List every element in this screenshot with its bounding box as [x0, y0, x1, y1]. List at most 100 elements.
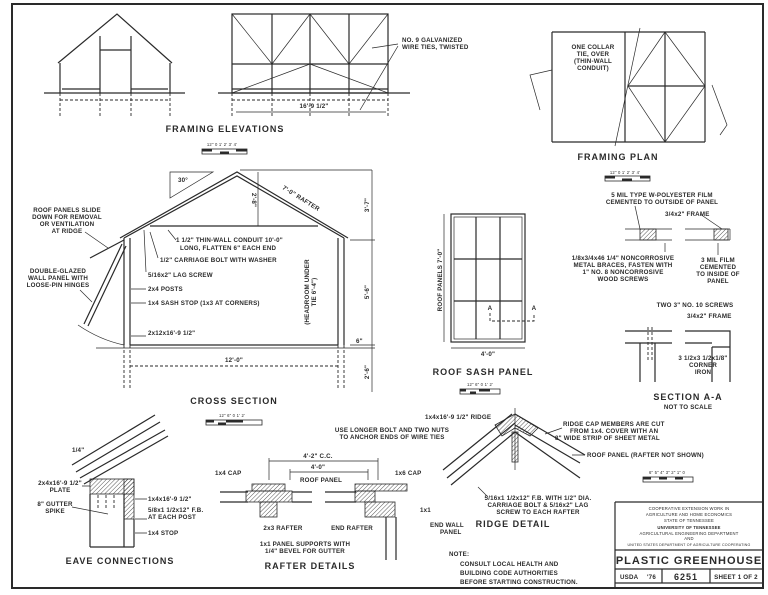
ridge-roof-panel-label: ROOF PANEL (RAFTER NOT SHOWN): [587, 452, 704, 459]
footing-depth-dimension: 2'-6": [364, 365, 371, 379]
year-label: '76: [647, 574, 656, 581]
framing-plan: ONE COLLAR TIE, OVER (THIN-WALL CONDUIT)…: [529, 27, 728, 182]
sill-label: 2x12x16'-9 1/2": [148, 330, 195, 337]
plate-label-line-2: PLATE: [50, 487, 71, 494]
framing-elevations-title: FRAMING ELEVATIONS: [166, 124, 285, 134]
wire-tie-bolt-note-line-2: TO ANCHOR ENDS OF WIRE TIES: [339, 434, 444, 441]
framing-elevations: 16'-9 1/2" NO. 9 GALVANIZED WIRE TIES, T…: [44, 13, 469, 155]
roof-panels-note-line-3: OR VENTILATION: [40, 221, 95, 228]
stop-label: 1x4 STOP: [148, 530, 178, 537]
note-line-1: CONSULT LOCAL HEALTH AND: [460, 561, 559, 568]
roof-panels-note-line-4: AT RIDGE: [52, 228, 83, 235]
outside-film-note-line-1: 5 MIL TYPE W-POLYESTER FILM: [611, 192, 713, 199]
construction-note: NOTE: CONSULT LOCAL HEALTH AND BUILDING …: [449, 551, 578, 586]
braces-note-line-3: 1" NO. 8 NONCORROSIVE: [582, 269, 663, 276]
inside-film-note-line-1: 3 MIL FILM: [701, 257, 735, 264]
sash-panel-height: ROOF PANELS 7'-0": [437, 249, 444, 312]
roof-panels-note-line-2: DOWN FOR REMOVAL: [32, 214, 102, 221]
end-wall-panel-label-line-2: PANEL: [440, 529, 462, 536]
braces-note-line-1: 1/8x3/4x46 1/4" NONCORROSIVE: [572, 255, 674, 262]
flat-bar-label-line-2: AT EACH POST: [148, 514, 196, 521]
ridge-detail-scale-bar: 6" 5" 4" 3" 2" 1" 0: [642, 470, 694, 483]
sash-panel-scale-bar: 12" 6" 0 1' 2': [459, 382, 501, 395]
gutter-spike-label-line-2: SPIKE: [45, 508, 65, 515]
framing-elevations-scale-bar: 12" 0 1' 2' 3' 4': [201, 142, 248, 155]
scale-label: 12" 6" 0 1' 2': [219, 413, 245, 418]
braces-note-line-4: WOOD SCREWS: [597, 276, 648, 283]
ridge-cap-note-line-3: 8" WIDE STRIP OF SHEET METAL: [555, 435, 660, 442]
plate-label-line-1: 2x4x16'-9 1/2": [38, 480, 82, 487]
headroom-note-line-1: (HEADROOM UNDER: [304, 259, 311, 325]
ridge-cap-note-line-1: RIDGE CAP MEMBERS ARE CUT: [563, 421, 665, 428]
posts-label: 2x4 POSTS: [148, 286, 183, 293]
ridge-flat-bar-note-line-3: SCREW TO EACH RAFTER: [496, 509, 580, 516]
rafter-length: 7'-0" RAFTER: [281, 184, 321, 213]
collar-tie-note-line-3: (THIN-WALL: [574, 58, 612, 65]
note-label: NOTE:: [449, 551, 469, 558]
title-block-line-5: AGRICULTURAL ENGINEERING DEPARTMENT: [640, 531, 739, 536]
panel-supports-note-line-2: 1/4" BEVEL FOR GUTTER: [265, 548, 345, 555]
lag-screw-label: 5/16x2" LAG SCREW: [148, 272, 213, 279]
roof-height-dimension: 3'-7": [364, 198, 371, 212]
inside-film-note-line-3: TO INSIDE OF: [696, 271, 740, 278]
conduit-note-line-2: LONG, FLATTEN 6" EACH END: [180, 245, 276, 252]
cross-section-scale-bar: 12" 6" 0 1' 2': [205, 413, 263, 426]
flat-bar-label-line-1: 5/8x1 1/2x12" F.B.: [148, 507, 203, 514]
section-frame-label: 3/4x2" FRAME: [687, 313, 732, 320]
braces-note-line-2: METAL BRACES, FASTEN WITH: [574, 262, 673, 269]
rafter-details: USE LONGER BOLT AND TWO NUTS TO ANCHOR E…: [215, 427, 464, 571]
title-block-line-4: UNIVERSITY OF TENNESSEE: [657, 525, 720, 530]
panel-supports-note-line-1: 1x1 PANEL SUPPORTS WITH: [260, 541, 351, 548]
title-block-line-2: AGRICULTURE AND HOME ECONOMICS: [646, 512, 732, 517]
ridge-cap-note-line-2: FROM 1x4. COVER WITH AN: [570, 428, 659, 435]
title-block-line-3: STATE OF TENNESSEE: [664, 518, 714, 523]
section-mark-right: A: [532, 305, 537, 312]
rafter-details-title: RAFTER DETAILS: [265, 561, 356, 571]
bevel-quarter-label: 1/4": [72, 447, 84, 454]
outside-film-note-line-2: CEMENTED TO OUTSIDE OF PANEL: [606, 199, 718, 206]
sheet-number: SHEET 1 OF 2: [714, 574, 758, 581]
agency-label: USDA: [620, 574, 639, 581]
wall-panel-note-line-2: WALL PANEL WITH: [28, 275, 88, 282]
title-block: COOPERATIVE EXTENSION WORK IN AGRICULTUR…: [614, 501, 763, 588]
center-spacing-dimension: 4'-2" C.C.: [303, 453, 333, 460]
inside-film-note-line-2: CEMENTED: [700, 264, 737, 271]
section-mark-left: A: [488, 305, 493, 312]
end-wall-panel-label-line-1: END WALL: [430, 522, 464, 529]
collar-tie-note-line-4: CONDUIT): [577, 65, 609, 72]
ridge-detail-title: RIDGE DETAIL: [476, 519, 551, 529]
panel-film-detail: 5 MIL TYPE W-POLYESTER FILM CEMENTED TO …: [572, 192, 740, 285]
scale-label: 12" 0 1' 2' 3' 4': [207, 142, 237, 147]
end-rafter-label: END RAFTER: [331, 525, 373, 532]
one-by-one-label: 1x1: [420, 507, 431, 514]
sheet-border: [11, 3, 764, 589]
cross-section-width: 12'-0": [225, 357, 243, 364]
roof-angle: 30°: [178, 177, 188, 184]
cross-section-title: CROSS SECTION: [190, 396, 278, 406]
wire-tie-bolt-note-line-1: USE LONGER BOLT AND TWO NUTS: [335, 427, 449, 434]
eave-connections-title: EAVE CONNECTIONS: [66, 556, 175, 566]
ridge-flat-bar-note-line-1: 5/16x1 1/2x12" F.B. WITH 1/2" DIA.: [485, 495, 592, 502]
headroom-note-line-2: TIE 6'-4"): [311, 278, 318, 307]
gutter-spike-label-line-1: 8" GUTTER: [37, 501, 73, 508]
roof-rise-dimension: 2'-8": [250, 193, 257, 207]
frame-label: 3/4x2" FRAME: [665, 211, 710, 218]
framing-plan-title: FRAMING PLAN: [578, 152, 659, 162]
corner-iron-note-line-2: CORNER: [689, 362, 717, 369]
drawing-title: PLASTIC GREENHOUSE: [616, 555, 762, 567]
scale-label: 12" 6" 0 1' 2': [467, 382, 493, 387]
side-elevation-drawing: [218, 13, 410, 118]
title-block-line-1: COOPERATIVE EXTENSION WORK IN: [649, 506, 730, 511]
cap-1x4-label: 1x4 CAP: [215, 470, 242, 477]
sash-stop-label: 1x4 SASH STOP (1x3 AT CORNERS): [148, 300, 260, 307]
section-a-a-subtitle: NOT TO SCALE: [664, 404, 712, 411]
elevation-length-dimension: 16'-9 1/2": [299, 103, 328, 110]
ridge-board-label: 1x4x16'-9 1/2" RIDGE: [425, 414, 491, 421]
cross-section: 30° 7'-0" RAFTER 2'-8" 3'-7" 5'-6" 2'-6"…: [27, 169, 375, 426]
board-label: 1x4x16'-9 1/2": [148, 496, 192, 503]
section-a-a: TWO 3" NO. 10 SCREWS 3/4x2" FRAME 3 1/2x…: [625, 302, 733, 411]
note-line-2: BUILDING CODE AUTHORITIES: [460, 570, 558, 577]
scale-label: 12" 0 1' 2' 3' 4': [610, 170, 640, 175]
roof-panels-note-line-1: ROOF PANELS SLIDE: [33, 207, 101, 214]
